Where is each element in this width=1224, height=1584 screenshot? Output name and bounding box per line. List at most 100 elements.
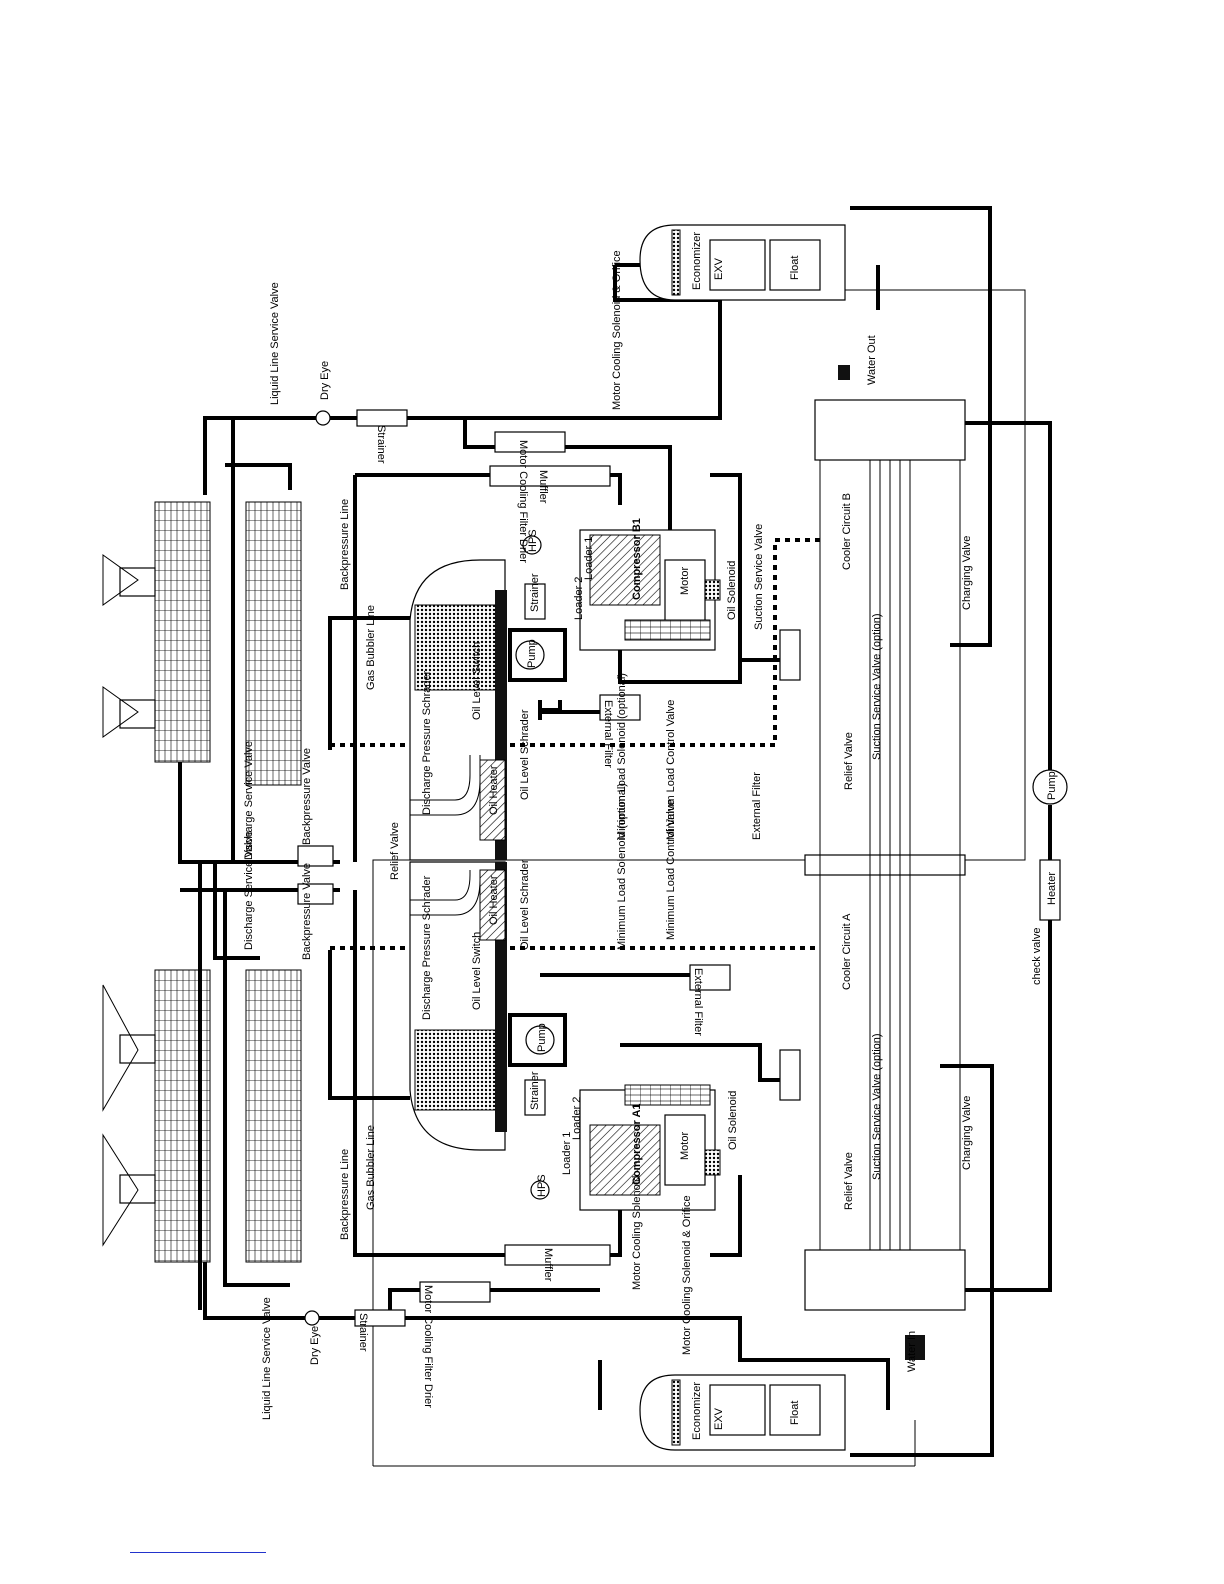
external-filter-label: External Filter xyxy=(751,772,763,840)
oil-level-schrader-a-label: Oil Level Schrader xyxy=(519,859,531,950)
economizer-a xyxy=(639,1374,846,1451)
minimum-load-solenoid-a-label: Minimum Load Solenoid (optional) xyxy=(616,783,628,950)
discharge-header xyxy=(178,762,340,1310)
compressor-b1 xyxy=(579,529,721,651)
compressor-b1-label: Compressor B1 xyxy=(631,518,643,600)
oil-separator-b xyxy=(409,559,507,861)
pump-b-label: Pump xyxy=(526,639,538,668)
motor-b-label: Motor xyxy=(679,567,691,595)
heater-label: Heater xyxy=(1046,872,1058,905)
oil-separator-a xyxy=(409,861,507,1151)
loader-2-a-label: Loader 2 xyxy=(571,1097,583,1140)
frame-lines xyxy=(372,289,1026,1467)
footer-rule xyxy=(130,1552,266,1553)
exv-b-label: EXV xyxy=(713,257,725,280)
oil-heater-b-label: Oil Heater xyxy=(488,765,500,815)
liquid-line-a xyxy=(203,1262,890,1410)
oil-loop-a xyxy=(508,973,690,1067)
min-load-line-b xyxy=(330,538,820,747)
condenser-b xyxy=(102,501,302,786)
economizer-b-label: Economizer xyxy=(691,232,703,290)
dry-eye-a-label: Dry Eye xyxy=(309,1326,321,1365)
float-a-label: Float xyxy=(789,1401,801,1425)
suction-a xyxy=(620,1043,790,1257)
economizer-a-lines xyxy=(598,1064,994,1457)
discharge-service-valve-b-label: Discharge Service Valve xyxy=(243,741,255,860)
oil-solenoid-a-label: Oil Solenoid xyxy=(727,1091,739,1150)
discharge-service-valve-a-label: Discharge Service Valve xyxy=(243,831,255,950)
oil-solenoid-b-label: Oil Solenoid xyxy=(726,561,738,620)
suction-service-valve-b-label: Suction Service Valve xyxy=(753,524,765,630)
oil-level-schrader-b-label: Oil Level Schrader xyxy=(519,709,531,800)
motor-cooling-solenoid-orifice-a-label: Motor Cooling Solenoid & Orifice xyxy=(681,1195,693,1355)
motor-a-label: Motor xyxy=(679,1132,691,1160)
check-valve-label: check valve xyxy=(1031,928,1043,985)
minimum-load-control-valve-a-label: Minimum Load Control Valve xyxy=(665,800,677,940)
liquid-line-service-valve-b-label: Liquid Line Service Valve xyxy=(269,282,281,405)
hps-a-label: HPS xyxy=(536,1174,548,1197)
relief-valve-a-label: Relief Valve xyxy=(843,1152,855,1210)
liquid-line-b xyxy=(203,265,722,495)
oil-heater-a-label: Oil Heater xyxy=(488,875,500,925)
cooler xyxy=(779,365,966,1360)
liquid-line-service-valve-a-label: Liquid Line Service Valve xyxy=(261,1297,273,1420)
discharge-pressure-schrader-b-label: Discharge Pressure Schrader xyxy=(421,670,433,815)
external-filter-a-label: External Filter xyxy=(692,968,704,1036)
water-out-label: Water Out xyxy=(866,335,878,385)
exv-a-label: EXV xyxy=(713,1407,725,1430)
motor-cooling-a xyxy=(388,1288,600,1318)
discharge-elbows xyxy=(410,755,481,916)
line-components xyxy=(297,409,1068,1327)
minimum-load-control-valve-b-label: Minimum Load Control Valve xyxy=(665,700,677,840)
oil-level-switch-b-label: Oil Level Switch xyxy=(471,642,483,720)
motor-cooling-solenoid-orifice-b-label: Motor Cooling Solenoid & Orifice xyxy=(611,250,623,410)
muffler-b-label: Muffler xyxy=(537,470,549,504)
discharge-pressure-schrader-a-label: Discharge Pressure Schrader xyxy=(421,875,433,1020)
hps-b-label: HPS xyxy=(527,529,539,552)
backpressure-valve-a-label: Backpressure Valve xyxy=(301,863,313,960)
relief-valve-b-label: Relief Valve xyxy=(843,732,855,790)
dry-eye-b-label: Dry Eye xyxy=(319,361,331,400)
strainer-a2-label: Strainer xyxy=(357,1313,369,1352)
pump-water-label: Pump xyxy=(1046,771,1058,800)
oil-level-switch-a-label: Oil Level Switch xyxy=(471,932,483,1010)
compressor-a1 xyxy=(579,1084,721,1211)
gas-bubbler-line-a-label: Gas Bubbler Line xyxy=(365,1125,377,1210)
discharge-b xyxy=(328,473,622,862)
suction-service-valve-option-b-label: Suction Service Valve (option) xyxy=(871,613,883,760)
strainer-b2-label: Strainer xyxy=(529,573,541,612)
economizer-a-label: Economizer xyxy=(691,1382,703,1440)
loader-1-a-label: Loader 1 xyxy=(561,1132,573,1175)
liquid-line-b-2 xyxy=(225,418,292,862)
strainer-a-label: Strainer xyxy=(529,1071,541,1110)
external-filter-b-label: External Filter xyxy=(602,700,614,768)
motor-cooling-filter-drier-b-label: Motor Cooling Filter Drier xyxy=(517,440,529,563)
backpressure-valve-b-label: Backpressure Valve xyxy=(301,748,313,845)
loader-1-b-label: Loader 1 xyxy=(583,537,595,580)
suction-service-valve-option-a-label: Suction Service Valve (option) xyxy=(871,1033,883,1180)
pump-a-label: Pump xyxy=(536,1023,548,1052)
backpressure-line-a-label: Backpressure Line xyxy=(339,1149,351,1240)
charging-valve-a-label: Charging Valve xyxy=(961,1096,973,1170)
strainer-b-label: Strainer xyxy=(375,425,387,464)
compressor-a1-label: Compressor A1 xyxy=(631,1103,643,1185)
water-in-label: Water In xyxy=(906,1331,918,1372)
float-b-label: Float xyxy=(789,256,801,280)
motor-cooling-filter-drier-a-label: Motor Cooling Filter Drier xyxy=(422,1285,434,1408)
backpressure-line-b-label: Backpressure Line xyxy=(339,499,351,590)
economizer-b xyxy=(639,224,846,301)
relief-valve-center-label: Relief Valve xyxy=(389,822,401,880)
motor-cooling-solenoid-a-label: Motor Cooling Solenoid xyxy=(631,1176,643,1290)
discharge-a xyxy=(328,890,622,1257)
charging-valve-b-label: Charging Valve xyxy=(961,536,973,610)
economizer-b-water xyxy=(850,206,992,647)
motor-cooling-b xyxy=(463,418,672,560)
minimum-load-solenoid-b-label: Minimum Load Solenoid (optional) xyxy=(616,673,628,840)
loader-2-b-label: Loader 2 xyxy=(573,577,585,620)
labels: Liquid Line Service Valve Dry Eye Strain… xyxy=(243,232,1058,1440)
muffler-a-label: Muffler xyxy=(542,1248,554,1282)
gas-bubbler-line-b-label: Gas Bubbler Line xyxy=(365,605,377,690)
cooler-circuit-b-label: Cooler Circuit B xyxy=(841,493,853,570)
cooler-circuit-a-label: Cooler Circuit A xyxy=(841,913,853,990)
